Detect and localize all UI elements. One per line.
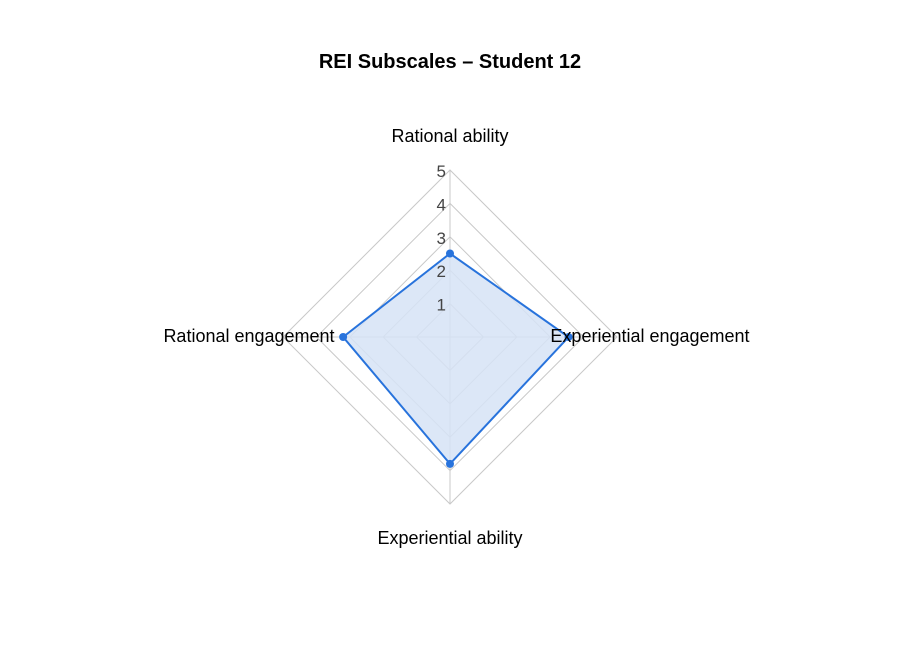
series-area	[341, 252, 571, 466]
axis-label: Rational engagement	[163, 326, 334, 346]
tick-label: 2	[437, 262, 446, 281]
tick-label: 4	[437, 195, 446, 214]
tick-label: 1	[437, 296, 446, 315]
axis-label: Experiential engagement	[550, 326, 749, 346]
chart-title: REI Subscales – Student 12	[319, 51, 581, 73]
data-point	[446, 249, 454, 258]
axis-label: Experiential ability	[377, 528, 522, 548]
data-point	[446, 459, 454, 468]
axis-label: Rational ability	[391, 126, 508, 146]
radial-ticks: 1 2 3 4 5	[437, 162, 446, 315]
data-point	[564, 333, 573, 341]
radar-series	[339, 249, 573, 468]
data-point	[339, 333, 348, 341]
tick-label: 5	[437, 162, 446, 181]
tick-label: 3	[437, 229, 446, 248]
